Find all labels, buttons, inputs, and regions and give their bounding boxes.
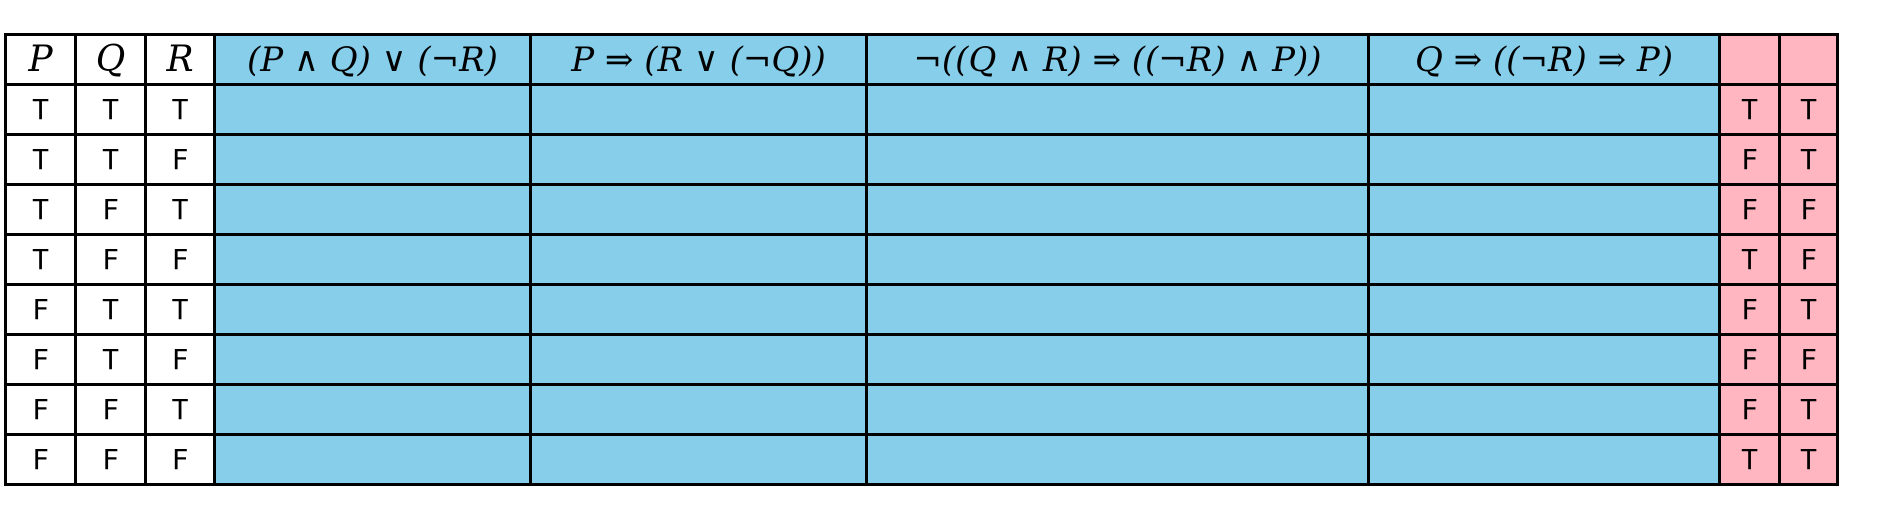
header-r: R: [144, 33, 216, 86]
cell-formula-4[interactable]: [1367, 83, 1721, 136]
cell-formula-2[interactable]: [529, 383, 868, 436]
cell-formula-3[interactable]: [865, 433, 1370, 486]
cell-answer-1: F: [1718, 333, 1781, 386]
cell-formula-1[interactable]: [213, 83, 532, 136]
header-p: P: [4, 33, 77, 86]
cell-r: T: [144, 283, 216, 336]
cell-q: T: [74, 133, 147, 186]
cell-formula-1[interactable]: [213, 333, 532, 386]
truth-table: P Q R (P ∧ Q) ∨ (¬R) P ⇒ (R ∨ (¬Q)) ¬((Q…: [4, 33, 1839, 486]
cell-q: F: [74, 183, 147, 236]
cell-formula-1[interactable]: [213, 383, 532, 436]
cell-answer-1: T: [1718, 433, 1781, 486]
cell-formula-1[interactable]: [213, 233, 532, 286]
cell-formula-4[interactable]: [1367, 333, 1721, 386]
cell-r: F: [144, 333, 216, 386]
header-formula-1: (P ∧ Q) ∨ (¬R): [213, 33, 532, 86]
cell-answer-2: T: [1778, 83, 1839, 136]
cell-formula-3[interactable]: [865, 83, 1370, 136]
cell-p: T: [4, 133, 77, 186]
cell-formula-3[interactable]: [865, 233, 1370, 286]
cell-p: F: [4, 283, 77, 336]
cell-formula-1[interactable]: [213, 283, 532, 336]
header-q: Q: [74, 33, 147, 86]
table-row: F T F F F: [4, 333, 1839, 386]
cell-formula-2[interactable]: [529, 233, 868, 286]
header-formula-3: ¬((Q ∧ R) ⇒ ((¬R) ∧ P)): [865, 33, 1370, 86]
cell-answer-2: T: [1778, 133, 1839, 186]
header-formula-2: P ⇒ (R ∨ (¬Q)): [529, 33, 868, 86]
cell-p: T: [4, 183, 77, 236]
cell-formula-2[interactable]: [529, 183, 868, 236]
cell-q: T: [74, 333, 147, 386]
cell-formula-2[interactable]: [529, 433, 868, 486]
cell-formula-2[interactable]: [529, 333, 868, 386]
cell-p: F: [4, 383, 77, 436]
cell-answer-1: T: [1718, 233, 1781, 286]
cell-formula-1[interactable]: [213, 133, 532, 186]
cell-answer-1: F: [1718, 183, 1781, 236]
cell-formula-1[interactable]: [213, 183, 532, 236]
cell-r: F: [144, 133, 216, 186]
cell-q: T: [74, 83, 147, 136]
cell-r: T: [144, 183, 216, 236]
cell-p: T: [4, 83, 77, 136]
cell-formula-4[interactable]: [1367, 133, 1721, 186]
cell-formula-2[interactable]: [529, 83, 868, 136]
cell-r: T: [144, 383, 216, 436]
cell-formula-3[interactable]: [865, 133, 1370, 186]
cell-answer-2: F: [1778, 183, 1839, 236]
cell-answer-1: F: [1718, 283, 1781, 336]
cell-q: F: [74, 383, 147, 436]
table-row: T F T F F: [4, 183, 1839, 236]
cell-answer-2: T: [1778, 283, 1839, 336]
cell-answer-2: F: [1778, 233, 1839, 286]
cell-answer-1: F: [1718, 133, 1781, 186]
cell-formula-4[interactable]: [1367, 183, 1721, 236]
cell-r: F: [144, 233, 216, 286]
cell-formula-2[interactable]: [529, 283, 868, 336]
cell-answer-1: T: [1718, 83, 1781, 136]
table-row: T T T T T: [4, 83, 1839, 136]
cell-r: T: [144, 83, 216, 136]
table-row: F T T F T: [4, 283, 1839, 336]
cell-formula-3[interactable]: [865, 383, 1370, 436]
cell-p: F: [4, 333, 77, 386]
cell-formula-4[interactable]: [1367, 383, 1721, 436]
cell-p: F: [4, 433, 77, 486]
cell-formula-4[interactable]: [1367, 433, 1721, 486]
cell-formula-4[interactable]: [1367, 283, 1721, 336]
header-row: P Q R (P ∧ Q) ∨ (¬R) P ⇒ (R ∨ (¬Q)) ¬((Q…: [4, 33, 1839, 86]
table-row: T F F T F: [4, 233, 1839, 286]
cell-q: F: [74, 433, 147, 486]
cell-formula-3[interactable]: [865, 183, 1370, 236]
cell-formula-3[interactable]: [865, 333, 1370, 386]
table-row: F F T F T: [4, 383, 1839, 436]
cell-p: T: [4, 233, 77, 286]
header-answer-2: [1778, 33, 1839, 86]
cell-answer-2: T: [1778, 433, 1839, 486]
cell-answer-1: F: [1718, 383, 1781, 436]
header-answer-1: [1718, 33, 1781, 86]
cell-formula-4[interactable]: [1367, 233, 1721, 286]
cell-q: T: [74, 283, 147, 336]
cell-formula-2[interactable]: [529, 133, 868, 186]
cell-formula-1[interactable]: [213, 433, 532, 486]
cell-answer-2: T: [1778, 383, 1839, 436]
cell-r: F: [144, 433, 216, 486]
cell-formula-3[interactable]: [865, 283, 1370, 336]
cell-q: F: [74, 233, 147, 286]
header-formula-4: Q ⇒ ((¬R) ⇒ P): [1367, 33, 1721, 86]
cell-answer-2: F: [1778, 333, 1839, 386]
table-row: T T F F T: [4, 133, 1839, 186]
table-row: F F F T T: [4, 433, 1839, 486]
